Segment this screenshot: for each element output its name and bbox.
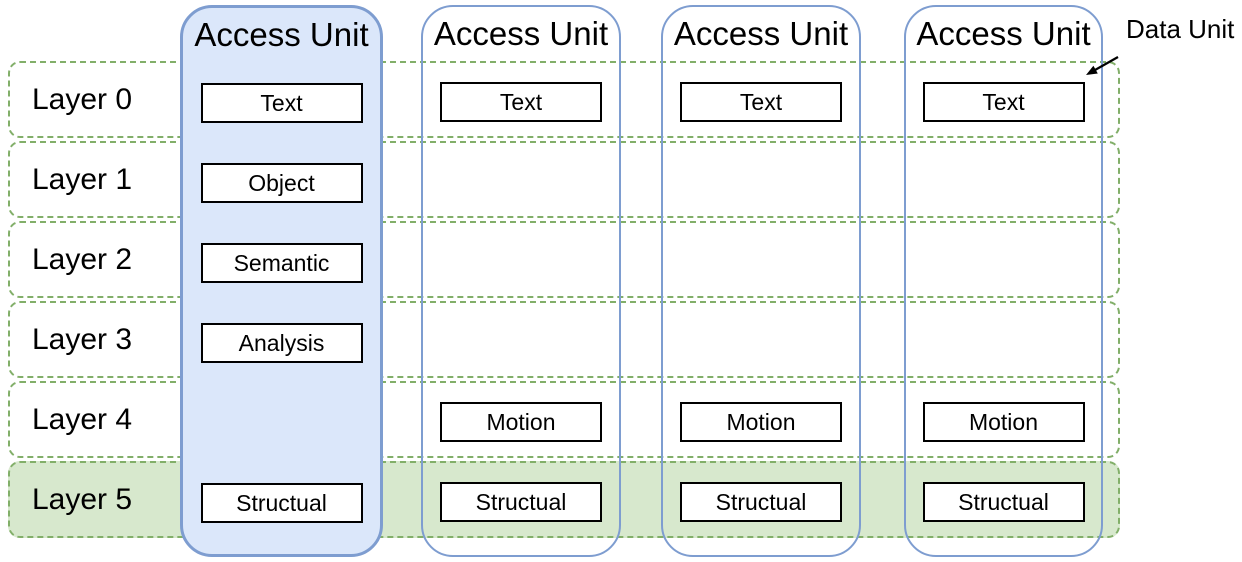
layer-label-4: Layer 4 (32, 402, 133, 436)
data-unit-box-text: Text (200, 83, 363, 123)
access-unit-1: Access Unit Text Object Semantic Analysi… (180, 5, 383, 557)
layer-row-0: Layer 0 (8, 61, 1120, 138)
layer-label-1: Layer 1 (32, 162, 133, 196)
data-unit-arrow-icon (1086, 56, 1119, 75)
layer-row-3: Layer 3 (8, 301, 1120, 378)
access-unit-3: Access Unit Text Motion Structual (661, 5, 861, 557)
data-unit-box-motion: Motion (680, 402, 842, 442)
access-unit-1-title: Access Unit (194, 16, 369, 53)
data-unit-box-analysis: Analysis (200, 323, 363, 363)
data-unit-box-structual: Structual (680, 482, 842, 522)
layer-row-2: Layer 2 (8, 221, 1120, 298)
access-unit-2-title: Access Unit (433, 15, 609, 52)
data-unit-box-text: Text (922, 82, 1085, 122)
layer-row-4: Layer 4 (8, 381, 1120, 458)
layer-row-1: Layer 1 (8, 141, 1120, 218)
layer-label-3: Layer 3 (32, 322, 133, 356)
data-unit-box-text: Text (680, 82, 842, 122)
data-unit-box-structual: Structual (200, 483, 363, 523)
data-unit-box-semantic: Semantic (200, 243, 363, 283)
access-unit-3-title: Access Unit (673, 15, 849, 52)
layer-label-0: Layer 0 (32, 82, 133, 116)
layer-label-5: Layer 5 (32, 482, 133, 516)
data-unit-box-structual: Structual (922, 482, 1085, 522)
data-unit-box-structual: Structual (440, 482, 602, 522)
data-unit-annotation-label: Data Unit (1126, 14, 1235, 44)
access-unit-2: Access Unit Text Motion Structual (421, 5, 621, 557)
data-unit-box-motion: Motion (922, 402, 1085, 442)
data-unit-box-motion: Motion (440, 402, 602, 442)
access-unit-4: Access Unit Text Motion Structual (904, 5, 1103, 557)
data-unit-box-text: Text (440, 82, 602, 122)
access-unit-4-title: Access Unit (916, 15, 1091, 52)
layer-label-2: Layer 2 (32, 242, 133, 276)
data-unit-box-object: Object (200, 163, 363, 203)
